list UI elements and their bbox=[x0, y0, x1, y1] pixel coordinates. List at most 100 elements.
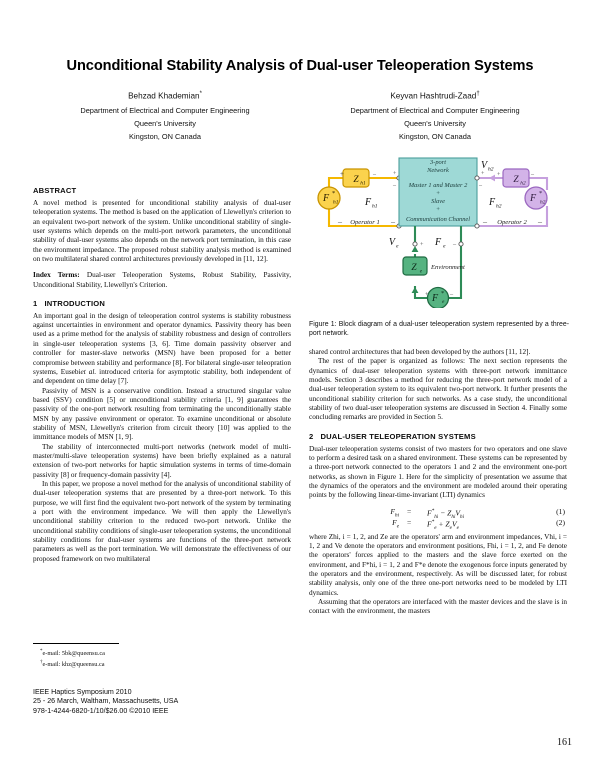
s1p1-text: An important goal in the design of teleo… bbox=[33, 311, 291, 376]
operator-2-caption: Operator 2 bbox=[497, 219, 527, 226]
force-source-f-e-star: * bbox=[441, 290, 444, 297]
footnote-2-text: e-mail: khz@queensu.ca bbox=[42, 661, 105, 669]
network-line-5: Slave bbox=[431, 198, 445, 205]
publication-line-2: 25 - 26 March, Waltham, Massachusetts, U… bbox=[33, 697, 179, 706]
network-line-4: + bbox=[436, 190, 440, 197]
network-line-6: + bbox=[436, 206, 440, 213]
impedance-z-h2-box bbox=[502, 168, 530, 188]
sign-minus-e-right: – bbox=[452, 241, 457, 248]
sign-minus-h1-src: – bbox=[337, 217, 343, 226]
force-source-f-h2-star: * bbox=[539, 190, 542, 197]
environment-arrow-upper bbox=[411, 246, 419, 252]
page-title: Unconditional Stability Analysis of Dual… bbox=[66, 58, 534, 74]
author-name-1: Behzad Khademian* bbox=[30, 88, 300, 103]
force-f-h2-label: F bbox=[488, 197, 496, 208]
force-source-f-h2-sub: h2 bbox=[540, 200, 546, 206]
velocity-v-e-sub: e bbox=[396, 244, 399, 250]
section-2-paragraph-2: where Zhi, i = 1, 2, and Ze are the oper… bbox=[309, 532, 567, 597]
operator-2-group: Z h2 F h2 * + – + – – – V h2 F h2 Operat… bbox=[474, 160, 549, 229]
force-source-f-h1-circle bbox=[317, 186, 341, 210]
sign-minus-h2-src-bottom: – bbox=[537, 217, 543, 226]
author-2-affiliation-dept: Department of Electrical and Computer En… bbox=[350, 105, 520, 115]
author-1-marker: * bbox=[199, 91, 202, 97]
page-number: 161 bbox=[557, 737, 572, 748]
impedance-z-h2-sub: h2 bbox=[520, 181, 526, 187]
sign-plus-h1-zbox: – bbox=[372, 172, 377, 178]
equation-2-row: Fe = F*e + ZeVe (2) bbox=[309, 517, 567, 531]
author-1-name-text: Behzad Khademian bbox=[128, 91, 200, 101]
figure-1-block-diagram: Z h1 F h1 * + – – + – – V h1 bbox=[307, 156, 569, 310]
equation-block: Fhi = F*hi − ZhiVhi (1) Fe = F*e + ZeVe … bbox=[309, 506, 567, 531]
equation-2-lhs: Fe bbox=[392, 517, 399, 530]
sign-minus-h1-port: + bbox=[393, 171, 397, 177]
equation-1-number: (1) bbox=[556, 506, 565, 516]
author-2-name-text: Keyvan Hashtrudi-Zaad bbox=[390, 91, 477, 101]
footnote-2: †e-mail: khz@queensu.ca bbox=[40, 658, 290, 669]
author-2-affiliation-city: Kingston, ON Canada bbox=[399, 132, 471, 142]
section-2-title: DUAL-USER TELEOPERATION SYSTEMS bbox=[320, 431, 476, 441]
sign-plus-e-left: + bbox=[420, 241, 424, 248]
sign-plus-e-src: + bbox=[425, 291, 429, 298]
equation-2-rhs: F*e + ZeVe bbox=[427, 518, 459, 531]
footnotes-block: *e-mail: 5bk@queensu.ca †e-mail: khz@que… bbox=[40, 647, 290, 670]
network-line-1: 3-port bbox=[429, 159, 446, 166]
left-column: ABSTRACT A novel method is presented for… bbox=[33, 186, 291, 564]
impedance-z-e-label: Z bbox=[411, 263, 417, 273]
sign-h2-zbox-left: + bbox=[497, 172, 501, 178]
abstract-heading: ABSTRACT bbox=[33, 186, 77, 195]
figure-1-caption: Figure 1: Block diagram of a dual-user t… bbox=[309, 321, 569, 338]
operator-1-caption: Operator 1 bbox=[350, 219, 380, 226]
force-source-f-h2-label: F bbox=[529, 193, 537, 204]
equation-2-number: (2) bbox=[556, 517, 565, 527]
port-terminal-h2-top bbox=[474, 175, 480, 181]
footnote-divider bbox=[33, 643, 119, 644]
section-2-number: 2 bbox=[309, 431, 314, 441]
operator-2-arrow bbox=[489, 174, 495, 182]
operator-2-wire-top-right bbox=[529, 176, 549, 190]
sign-h2-zbox-right: – bbox=[530, 172, 535, 178]
port-terminal-e-right bbox=[458, 241, 464, 247]
force-f-e-sub: e bbox=[443, 244, 446, 250]
network-line-3: Master 1 and Master 2 bbox=[408, 182, 468, 189]
s1p1-cont: introduced criteria for asymptotic stabi… bbox=[33, 367, 291, 386]
environment-caption: Environment bbox=[430, 264, 465, 271]
author-1-affiliation-univ: Queen's University bbox=[134, 119, 196, 129]
section-2-paragraph-3: Assuming that the operators are interfac… bbox=[309, 598, 567, 616]
sign-minus-h1-portbot: – bbox=[390, 217, 396, 226]
velocity-v-h2-sub: h2 bbox=[488, 167, 494, 173]
force-f-h1-label: F bbox=[364, 197, 372, 208]
section-1-paragraph-1: An important goal in the design of teleo… bbox=[33, 312, 291, 387]
force-source-f-h1-sub: h1 bbox=[333, 200, 339, 206]
force-f-e-label: F bbox=[434, 237, 442, 248]
equation-1-lhs: Fhi bbox=[390, 506, 399, 519]
footnote-1: *e-mail: 5bk@queensu.ca bbox=[40, 647, 290, 658]
force-source-f-h2-circle bbox=[524, 186, 548, 210]
index-terms: Index Terms: Dual-user Teleoperation Sys… bbox=[33, 271, 291, 290]
author-1-affiliation-city: Kingston, ON Canada bbox=[129, 132, 201, 142]
sign-minus-h2-bottom: – bbox=[482, 217, 488, 226]
port-terminal-e-left bbox=[412, 241, 418, 247]
abstract-body: A novel method is presented for uncondit… bbox=[33, 198, 291, 263]
author-2-affiliation-univ: Queen's University bbox=[404, 119, 466, 129]
environment-wire-right bbox=[449, 226, 463, 300]
sign-plus-h2-port: + bbox=[481, 171, 485, 177]
publication-line-3: 978-1-4244-6820-1/10/$26.00 ©2010 IEEE bbox=[33, 706, 169, 715]
operator-1-wire-top-left bbox=[327, 176, 343, 190]
section-1-paragraph-3: The stability of interconnected multi-po… bbox=[33, 442, 291, 479]
velocity-v-e-label: V bbox=[389, 237, 397, 248]
index-terms-label: Index Terms: bbox=[33, 271, 80, 280]
author-name-2: Keyvan Hashtrudi-Zaad† bbox=[300, 88, 570, 103]
sign-minus-h2-port: – bbox=[478, 183, 483, 189]
operator-1-wire-bottom bbox=[327, 206, 399, 228]
equation-1-row: Fhi = F*hi − ZhiVhi (1) bbox=[309, 506, 567, 520]
publication-line-1: IEEE Haptics Symposium 2010 bbox=[33, 688, 132, 696]
equation-1-equals: = bbox=[407, 506, 412, 516]
force-f-h1-sub: h1 bbox=[372, 204, 378, 210]
impedance-z-h2-label: Z bbox=[513, 175, 519, 185]
impedance-z-e-sub: e bbox=[420, 269, 423, 275]
impedance-z-h1-sub: h1 bbox=[360, 181, 366, 187]
sign-plus-h1-src: + bbox=[340, 170, 344, 178]
environment-arrow-lower bbox=[411, 287, 419, 293]
s1p1-italic: et al. bbox=[80, 367, 97, 376]
footnote-2-marker: † bbox=[40, 660, 43, 666]
